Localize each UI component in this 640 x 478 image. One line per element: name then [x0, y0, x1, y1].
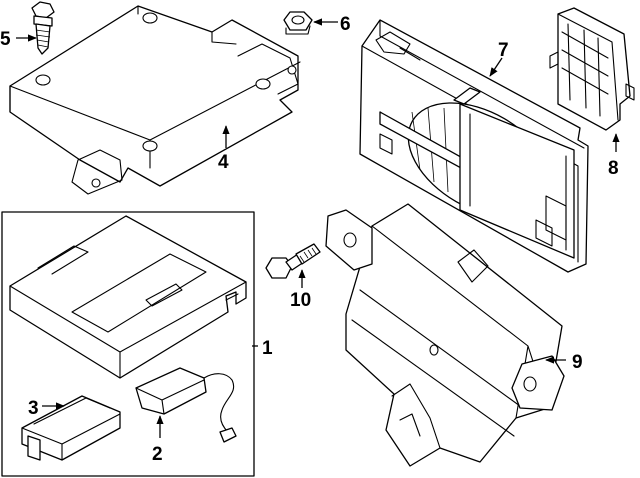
callout-2: 2 [152, 444, 163, 465]
callout-3: 3 [28, 398, 39, 419]
leader-7 [489, 57, 503, 77]
callout-1: 1 [262, 338, 273, 359]
module-part-7[interactable] [359, 19, 589, 273]
callout-9: 9 [572, 352, 583, 373]
callout-7: 7 [498, 40, 509, 61]
bolt-part-10[interactable] [265, 243, 321, 279]
connector-part-8[interactable] [549, 7, 635, 131]
bolt-part-5[interactable] [31, 1, 55, 55]
nut-part-6[interactable] [283, 11, 313, 35]
callout-labels: 5 6 4 7 8 10 9 1 3 2 [0, 14, 619, 465]
callout-5: 5 [0, 29, 11, 50]
control-unit-part-1[interactable] [9, 215, 247, 379]
callout-10: 10 [290, 290, 311, 311]
callout-6: 6 [340, 14, 351, 35]
bracket-part-4[interactable] [9, 5, 301, 195]
tray-part-3[interactable] [21, 395, 121, 461]
leader-lines [16, 18, 620, 438]
module-part-9[interactable] [325, 203, 565, 467]
sensor-part-2[interactable] [135, 367, 237, 443]
callout-8: 8 [608, 158, 619, 179]
callout-4: 4 [218, 152, 229, 173]
